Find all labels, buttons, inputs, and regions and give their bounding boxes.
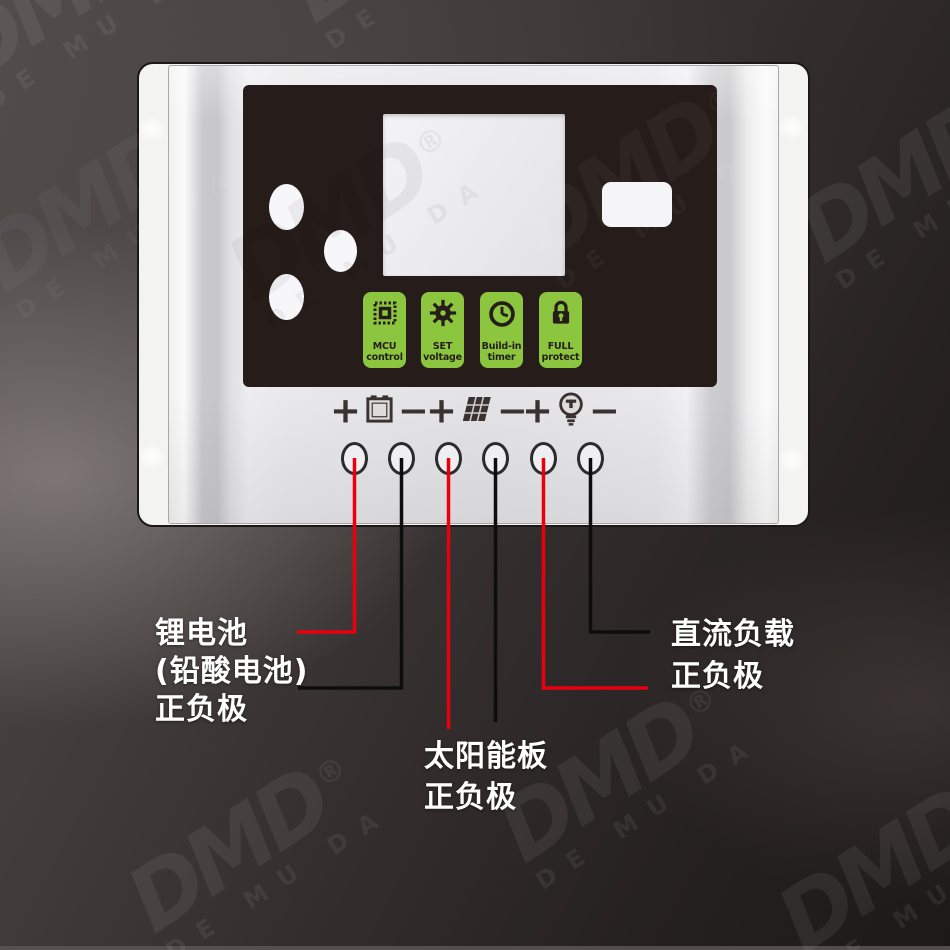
label-line: 正负极: [155, 692, 248, 727]
minus-sign: −: [398, 389, 430, 431]
feature-button-label: Build-in timer: [481, 341, 522, 363]
plus-sign: +: [330, 389, 362, 431]
screw-hole: [779, 447, 805, 473]
round-button-down: [269, 274, 304, 320]
battery-terminal-symbols: + −: [330, 392, 429, 429]
lcd-screen: [383, 114, 565, 276]
plus-sign: +: [522, 390, 554, 431]
label-line: 锂电池: [155, 616, 248, 651]
brand-watermark: DMD® DE MU DA: [109, 748, 397, 950]
terminal-battery-negative: [388, 442, 415, 475]
screw-hole: [779, 114, 805, 140]
label-line: 直流负载: [671, 617, 795, 652]
terminal-load-positive: [530, 442, 557, 475]
brand-watermark: DMD® DE MU DA: [759, 768, 950, 950]
feature-button-protect: FULL protect: [539, 292, 582, 368]
clock-icon: [486, 298, 518, 334]
round-button-menu: [324, 230, 357, 272]
feature-button-label: FULL protect: [541, 341, 580, 363]
indicator-window: [602, 182, 672, 227]
label-line: 正负极: [424, 780, 517, 815]
screw-hole: [139, 444, 165, 470]
minus-sign: −: [589, 390, 621, 431]
gear-icon: [428, 298, 458, 332]
screw-hole: [139, 117, 165, 143]
terminal-battery-positive: [341, 442, 368, 475]
solar-terminals-label: 太阳能板 正负极: [424, 736, 548, 818]
feature-button-label: SET voltage: [423, 341, 462, 363]
minus-sign: −: [497, 390, 529, 431]
plus-sign: +: [426, 390, 458, 431]
load-terminals-label: 直流负载 正负极: [671, 614, 795, 698]
terminal-solar-positive: [435, 442, 462, 475]
feature-button-timer: Build-in timer: [480, 292, 523, 368]
bottom-edge-strip: [0, 946, 950, 950]
solar-panel-icon: [459, 392, 495, 430]
mcu-chip-icon: [370, 298, 400, 332]
label-line: (铅酸电池): [155, 654, 309, 689]
battery-terminals-label: 锂电池 (铅酸电池) 正负极: [155, 615, 308, 729]
feature-button-label: MCU control: [366, 341, 403, 363]
load-terminal-symbols: + −: [522, 390, 620, 432]
brand-watermark: DMD® DE MU DA: [260, 0, 557, 63]
round-button-up: [269, 184, 304, 230]
feature-button-set-voltage: SET voltage: [421, 292, 464, 368]
terminal-solar-negative: [482, 442, 509, 475]
padlock-icon: [546, 298, 576, 332]
feature-button-mcu: MCU control: [363, 292, 406, 368]
label-line: 正负极: [671, 659, 764, 694]
solar-terminal-symbols: + −: [426, 392, 528, 430]
battery-icon: [363, 392, 396, 429]
bulb-icon: [555, 390, 587, 432]
terminal-load-negative: [577, 442, 604, 475]
label-line: 太阳能板: [424, 739, 548, 774]
